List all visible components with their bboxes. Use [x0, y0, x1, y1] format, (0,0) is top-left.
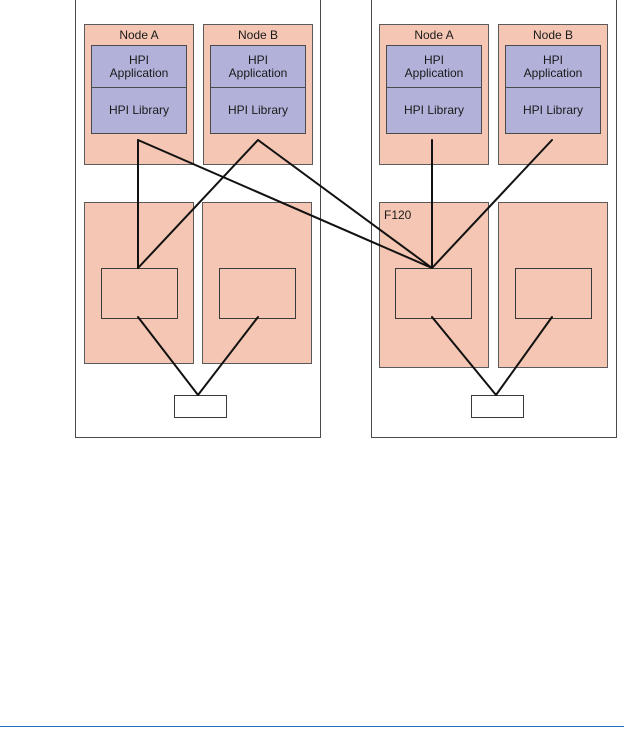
hpi-application-label: HPI Application [523, 53, 583, 80]
hpi-application-label: HPI Application [404, 53, 464, 80]
right-terminal [471, 395, 524, 418]
hpi-application-label: HPI Application [109, 53, 169, 80]
left-node-b: Node B HPI Application HPI Library [203, 24, 313, 165]
left-lower-a-inner [101, 268, 178, 319]
right-lower-b-inner [515, 268, 592, 319]
hpi-application-box: HPI Application [210, 45, 306, 89]
hpi-library-box: HPI Library [210, 87, 306, 134]
node-label: Node A [119, 28, 159, 42]
left-terminal [174, 395, 227, 418]
lower-label-f120: F120 [384, 208, 412, 222]
hpi-application-box: HPI Application [91, 45, 187, 89]
node-label: Node A [414, 28, 454, 42]
hpi-library-label: HPI Library [108, 103, 170, 117]
node-label: Node B [237, 28, 279, 42]
right-node-b: Node B HPI Application HPI Library [498, 24, 608, 165]
hpi-library-label: HPI Library [522, 103, 584, 117]
hpi-library-box: HPI Library [91, 87, 187, 134]
left-lower-b-inner [219, 268, 296, 319]
hpi-library-box: HPI Library [505, 87, 601, 134]
node-label: Node B [532, 28, 574, 42]
hpi-application-box: HPI Application [386, 45, 482, 89]
hpi-library-label: HPI Library [227, 103, 289, 117]
left-node-a: Node A HPI Application HPI Library [84, 24, 194, 165]
right-node-a: Node A HPI Application HPI Library [379, 24, 489, 165]
hpi-library-label: HPI Library [403, 103, 465, 117]
hpi-application-label: HPI Application [228, 53, 288, 80]
footer-rule [0, 726, 624, 727]
right-lower-a-inner [395, 268, 472, 319]
hpi-application-box: HPI Application [505, 45, 601, 89]
hpi-library-box: HPI Library [386, 87, 482, 134]
